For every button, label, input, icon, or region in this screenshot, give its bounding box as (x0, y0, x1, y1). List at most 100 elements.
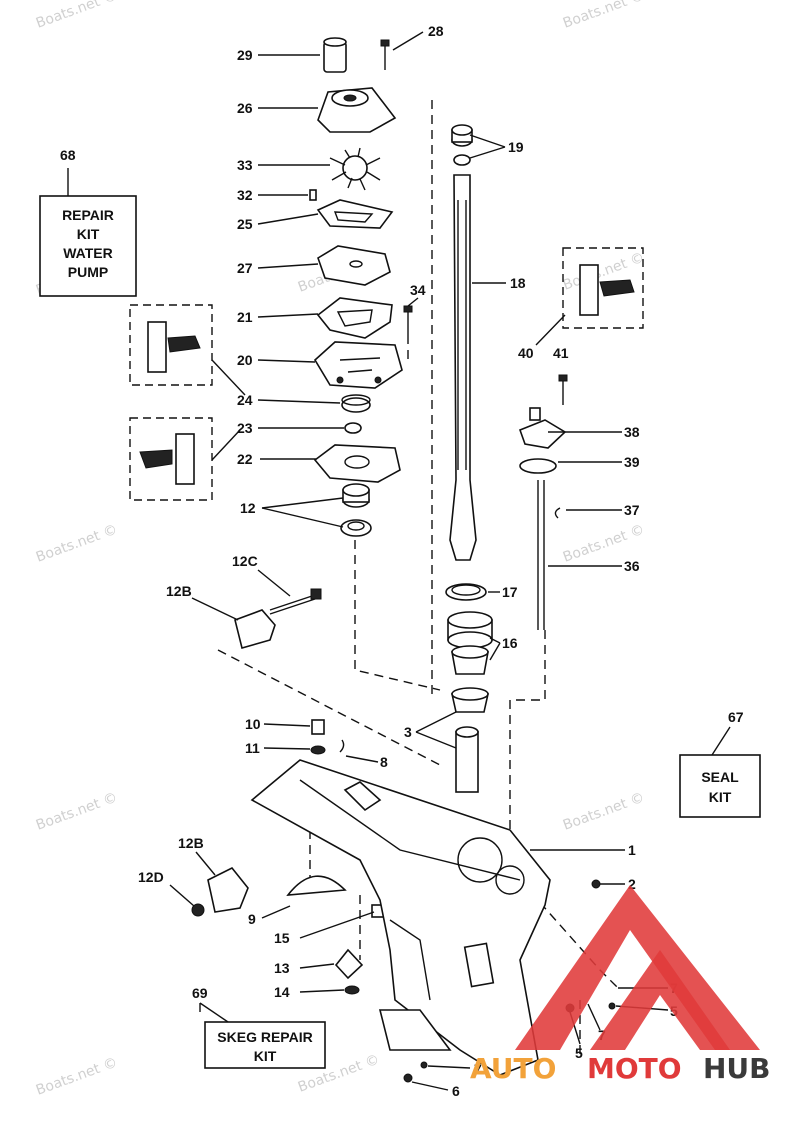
callout: 7 (474, 1061, 482, 1077)
bolt (311, 719, 325, 735)
logo-triangle-inner (590, 950, 730, 1050)
watermarks: Boats.net © Boats.net © Boats.net © Boat… (34, 0, 647, 1099)
shim (445, 583, 487, 601)
shift-parts (518, 374, 568, 630)
callout: 8 (380, 754, 388, 770)
seal-kit-box (679, 754, 761, 818)
callout: 17 (502, 584, 518, 600)
kit-label: KIT (254, 1048, 277, 1064)
callout: 68 (60, 147, 76, 163)
callout: 27 (237, 260, 253, 276)
kit-label: PUMP (68, 264, 108, 280)
callout: 12C (232, 553, 258, 569)
watermark: Boats.net © (561, 0, 647, 32)
brand-logo: AUTO MOTO HUB (470, 885, 771, 1085)
gasket (316, 199, 394, 229)
impeller (329, 147, 381, 191)
callout: 34 (410, 282, 426, 298)
o-ring-shift (519, 458, 557, 474)
callout: 18 (510, 275, 526, 291)
impeller-key (309, 189, 317, 201)
skeg-kit-box (204, 1021, 326, 1069)
driveshaft (449, 174, 477, 561)
callout: 67 (728, 709, 744, 725)
wear-plate (317, 245, 391, 286)
o-ring (453, 154, 471, 166)
callout: 21 (237, 309, 253, 325)
callout: 24 (237, 392, 253, 408)
callout: 36 (624, 558, 640, 574)
plate-gasket (313, 444, 401, 483)
kit-label: SEAL (701, 769, 739, 785)
screw (380, 39, 390, 47)
washer (344, 422, 362, 434)
callout: 12D (138, 869, 164, 885)
callout: 16 (502, 635, 518, 651)
logo-text-hub: HUB (703, 1052, 771, 1085)
kit-label: WATER (63, 245, 113, 261)
callout: 5 (575, 1045, 583, 1061)
sleeve-lower (455, 731, 479, 793)
callout: 28 (428, 23, 444, 39)
anode-top (234, 609, 276, 649)
water-pump-parts (309, 37, 413, 537)
callout: 12B (166, 583, 192, 599)
callout: 1 (628, 842, 636, 858)
callout: 12B (178, 835, 204, 851)
watermark: Boats.net © (34, 0, 120, 32)
decal (463, 942, 495, 988)
callout: 20 (237, 352, 253, 368)
callout: 9 (248, 911, 256, 927)
anode-bottom (207, 866, 249, 913)
callout: 33 (237, 157, 253, 173)
anode-parts (191, 588, 385, 995)
callout: 3 (404, 724, 412, 740)
logo-text-moto: MOTO (587, 1052, 682, 1085)
callout: 2 (628, 876, 636, 892)
callout: 38 (624, 424, 640, 440)
callout: 23 (237, 420, 253, 436)
callout: 32 (237, 187, 253, 203)
callout: 69 (192, 985, 208, 1001)
assembly-lines (217, 100, 621, 1060)
callout: 40 (518, 345, 534, 361)
callout: 22 (237, 451, 253, 467)
gear (334, 948, 364, 980)
nut-small (344, 985, 360, 995)
kit-boxes: REPAIR KIT WATER PUMP SEAL KIT SKEG REPA… (39, 195, 761, 1069)
callout: 41 (553, 345, 569, 361)
callout: 26 (237, 100, 253, 116)
kit-label: KIT (77, 226, 100, 242)
watermark: Boats.net © (34, 522, 120, 566)
bushing-small (529, 407, 541, 421)
kit-label: KIT (709, 789, 732, 805)
callout: 14 (274, 984, 290, 1000)
gasket-lower (316, 297, 393, 339)
pump-base (313, 341, 403, 389)
callout: 13 (274, 960, 290, 976)
callout: 29 (237, 47, 253, 63)
watermark: Boats.net © (561, 790, 647, 834)
pin (339, 739, 345, 753)
watermark: Boats.net © (34, 1055, 120, 1099)
gearcase-housing (250, 759, 616, 1083)
washer-small (310, 745, 326, 755)
anode-plate (286, 875, 347, 896)
callout: 6 (452, 1083, 460, 1099)
kit-label: REPAIR (62, 207, 114, 223)
callout: 11 (245, 740, 260, 756)
driveshaft-parts (445, 124, 493, 793)
leader-lines (67, 31, 731, 1091)
shift-bracket (518, 419, 567, 449)
callout: 12 (240, 500, 256, 516)
callout: 15 (274, 930, 290, 946)
insets (129, 247, 644, 501)
watermark: Boats.net © (34, 790, 120, 834)
callout: 39 (624, 454, 640, 470)
callout: 10 (245, 716, 261, 732)
skeg (378, 1009, 452, 1051)
logo-text-auto: AUTO (470, 1052, 556, 1085)
callout: 19 (508, 139, 524, 155)
callout: 25 (237, 216, 253, 232)
